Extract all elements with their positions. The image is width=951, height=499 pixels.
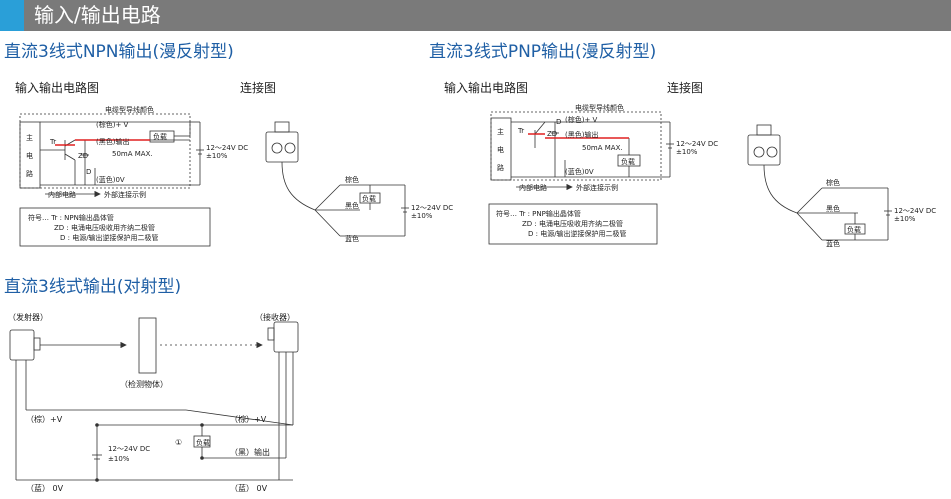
receiver-lens [267, 327, 275, 341]
pnp-main-1: 主 [497, 127, 504, 136]
npn-d-label: D [86, 168, 91, 176]
blue-right-label: （蓝） 0V [230, 483, 268, 493]
npn-load-box [149, 130, 175, 143]
pnp-cable [763, 164, 798, 214]
npn-black-label: (黑色)输出 [96, 137, 129, 146]
section-header: 输入/输出电路 [0, 0, 951, 31]
npn-circuit-label: 输入输出电路图 [15, 81, 100, 95]
pnp-conn-supply: 12～24V DC [894, 207, 936, 215]
pnp-main-2: 电 [497, 145, 504, 154]
npn-tolerance: ±10% [206, 152, 228, 160]
pnp-black-label: (黑色)输出 [565, 130, 598, 139]
npn-load-label: 负载 [153, 132, 167, 141]
npn-cable-color-label: 电缆型导线颜色 [105, 105, 154, 114]
pnp-external-label: 外部连接示例 [576, 183, 618, 192]
receiver-label: （接收器） [255, 312, 295, 322]
through-beam-diagram [9, 317, 299, 481]
npn-legend-box [19, 207, 211, 247]
npn-conn-blue: 蓝色 [345, 234, 359, 243]
pnp-d-label: D [556, 118, 561, 126]
npn-conn-tol: ±10% [411, 212, 433, 220]
blue-left-label: （蓝） 0V [26, 483, 64, 493]
pnp-conn-tol: ±10% [894, 215, 916, 223]
pnp-internal-boundary [490, 111, 662, 181]
npn-connection-label: 连接图 [240, 81, 277, 95]
npn-supply-label: 12～24V DC [206, 144, 248, 152]
pnp-conn-load-label: 负载 [847, 225, 861, 234]
pnp-connection-label: 连接图 [667, 81, 704, 95]
junction-dot [95, 423, 99, 427]
header-accent [0, 0, 24, 31]
npn-zd-label: ZD [78, 152, 88, 160]
brown-left-label: （棕）+V [26, 414, 63, 424]
load-marker: ① [175, 438, 182, 447]
pnp-blue-label: (蓝色)0V [565, 167, 594, 176]
pnp-legend-1: 符号… Tr : PNP输出晶体管 [496, 209, 581, 218]
pnp-max-current: 50mA MAX. [582, 144, 623, 152]
through-beam-title: 直流3线式输出(对射型) [4, 277, 182, 297]
npn-internal-boundary [19, 113, 191, 189]
junction-dot [200, 423, 204, 427]
pnp-supply-label: 12～24V DC [676, 140, 718, 148]
pnp-legend-box [488, 203, 658, 245]
pnp-conn-blue: 蓝色 [826, 239, 840, 248]
pnp-circuit-diagram [490, 111, 674, 191]
npn-conn-load-label: 负载 [362, 194, 376, 203]
pnp-tolerance: ±10% [676, 148, 698, 156]
through-load-label: 负载 [196, 438, 210, 447]
npn-blue-label: (蓝色)0V [96, 175, 125, 184]
npn-sensor-cap [274, 121, 290, 133]
npn-title: 直流3线式NPN输出(漫反射型) [4, 42, 234, 62]
npn-conn-black: 黑色 [345, 201, 359, 210]
npn-legend-1: 符号… Tr : NPN输出晶体管 [28, 213, 114, 222]
pnp-circuit-label: 输入输出电路图 [444, 81, 529, 95]
pnp-tr-label: Tr [517, 127, 524, 135]
pnp-main-3: 路 [497, 163, 504, 172]
npn-connection-diagram [265, 121, 409, 237]
through-supply-label: 12～24V DC [108, 445, 150, 453]
through-tolerance: ±10% [108, 455, 130, 463]
pnp-legend-2: ZD : 电涌电压吸收用齐纳二极管 [522, 219, 623, 228]
pnp-conn-brown: 棕色 [826, 178, 840, 187]
npn-cable [281, 161, 316, 211]
npn-external-label: 外部连接示例 [104, 190, 146, 199]
pnp-legend-3: D : 电源/输出逆接保护用二极管 [528, 229, 627, 238]
detected-object [138, 317, 157, 374]
npn-conn-supply: 12～24V DC [411, 204, 453, 212]
junction-dot [200, 456, 204, 460]
pnp-brown-label: (棕色)+ V [565, 115, 598, 124]
npn-main-2: 电 [26, 151, 33, 160]
emitter-body [9, 329, 35, 361]
pnp-cable-color-label: 电缆型导线颜色 [575, 103, 624, 112]
npn-conn-brown: 棕色 [345, 175, 359, 184]
pnp-title: 直流3线式PNP输出(漫反射型) [429, 42, 657, 62]
pnp-zd-label: ZD [547, 130, 557, 138]
npn-main-3: 路 [26, 169, 33, 178]
pnp-load-label: 负载 [621, 157, 635, 166]
junction-dot [95, 478, 99, 482]
pnp-internal-label: 内部电路 [519, 183, 547, 192]
npn-sensor-lens-2 [284, 142, 296, 154]
npn-tr-label: Tr [49, 138, 56, 146]
emitter-lens [33, 337, 41, 351]
pnp-conn-black: 黑色 [826, 204, 840, 213]
pnp-connection-diagram [747, 124, 892, 241]
npn-max-current: 50mA MAX. [112, 150, 153, 158]
header-title: 输入/输出电路 [34, 3, 161, 27]
receiver-body [273, 321, 299, 353]
npn-brown-label: (棕色)+ V [96, 120, 129, 129]
black-right-label: （黑）输出 [230, 447, 270, 457]
pnp-sensor-lens-2 [766, 146, 778, 158]
npn-legend-2: ZD : 电涌电压吸收用齐纳二极管 [54, 223, 155, 232]
pnp-sensor-lens-1 [753, 146, 765, 158]
brown-right-label: （棕）+V [230, 414, 267, 424]
pnp-sensor-cap [756, 124, 772, 136]
npn-main-1: 主 [26, 133, 33, 142]
npn-sensor-lens-1 [271, 142, 283, 154]
npn-internal-label: 内部电路 [48, 190, 76, 199]
npn-legend-3: D : 电源/输出逆接保护用二极管 [60, 233, 159, 242]
emitter-label: （发射器） [8, 312, 48, 322]
object-label: （检测物体） [120, 379, 168, 389]
